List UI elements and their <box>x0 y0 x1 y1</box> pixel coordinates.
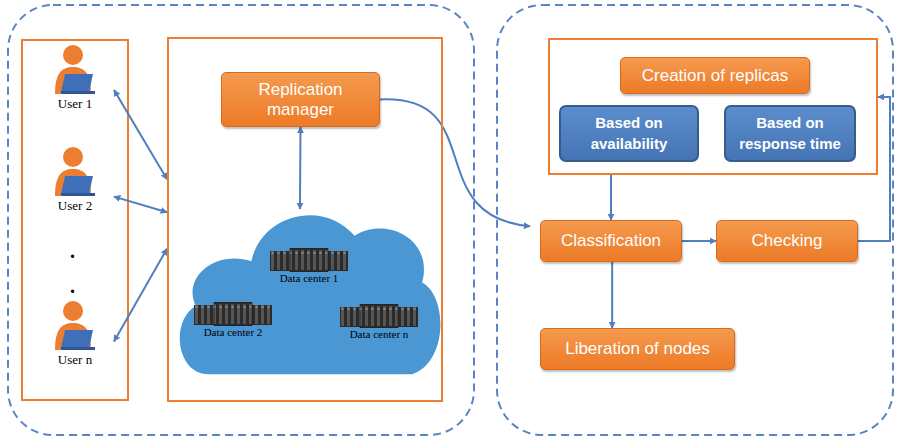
node-text: Creation of replicas <box>642 66 788 86</box>
node-text: User n <box>58 352 92 368</box>
server-rack-icon <box>270 248 348 272</box>
system-frame: Replication managerData center 1Data cen… <box>167 37 443 402</box>
node-text: Data center n <box>350 328 409 340</box>
data-center: Data center n <box>334 304 424 350</box>
connector-arrow <box>610 175 612 220</box>
user-icon <box>53 44 97 96</box>
node-text: Classification <box>561 231 661 251</box>
process-box: Replication manager <box>221 72 380 127</box>
criterion-box: Based on response time <box>724 105 856 162</box>
cloud-shape <box>174 189 442 384</box>
node-text: Data center 1 <box>280 272 339 284</box>
user-icon <box>53 300 97 352</box>
ellipsis-dot: . <box>70 240 75 263</box>
user-figure: User n <box>30 300 120 392</box>
server-rack-icon <box>194 302 272 326</box>
dashed-region <box>8 5 474 435</box>
user-icon <box>53 146 97 198</box>
connector-arrow <box>299 127 302 209</box>
connector-arrow <box>380 99 530 226</box>
process-box: Creation of replicas <box>620 57 810 94</box>
cloud: Data center 1 Data center 2 Data center n <box>174 189 442 384</box>
data-center: Data center 1 <box>264 248 354 294</box>
connector-arrow <box>114 197 167 213</box>
node-text: Based on response time <box>734 113 846 154</box>
connector-arrow <box>114 249 167 342</box>
node-text: Based on availability <box>569 113 689 154</box>
node-text: User 2 <box>58 198 92 214</box>
connector-arrow <box>114 90 167 179</box>
process-box: Liberation of nodes <box>540 328 735 370</box>
data-center: Data center 2 <box>188 302 278 348</box>
connector-arrow <box>611 262 613 328</box>
connector-arrow <box>858 97 890 241</box>
node-text: Liberation of nodes <box>565 339 710 359</box>
dashed-region <box>497 5 893 435</box>
process-box: Classification <box>540 220 682 262</box>
user-figure: User 2 <box>30 146 120 238</box>
connector-arrow <box>682 240 716 242</box>
user-figure: User 1 <box>30 44 120 136</box>
process-box: Checking <box>716 220 858 262</box>
ellipsis-dot: . <box>70 275 75 298</box>
node-text: Data center 2 <box>204 326 263 338</box>
criterion-box: Based on availability <box>559 105 699 162</box>
users-frame <box>22 40 128 400</box>
node-text: Checking <box>752 231 823 251</box>
node-text: User 1 <box>58 96 92 112</box>
replica-frame: Creation of replicasBased on availabilit… <box>548 38 878 175</box>
node-text: Replication manager <box>230 80 371 120</box>
server-rack-icon <box>340 304 418 328</box>
